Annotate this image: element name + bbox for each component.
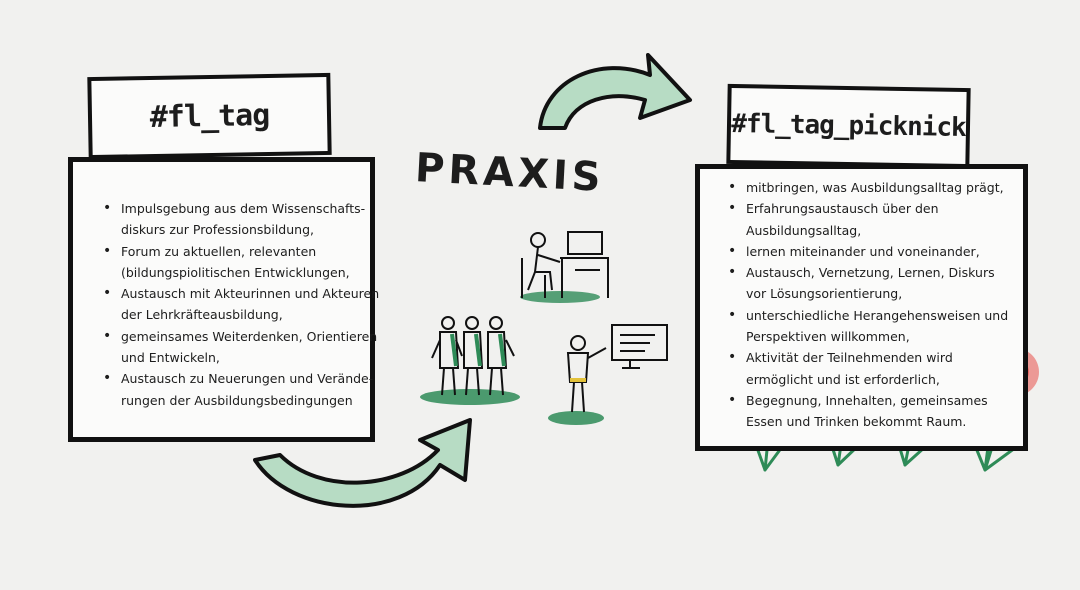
- list-item-line: Ausbildungsalltag,: [746, 222, 862, 238]
- list-item-line: Austausch mit Akteurinnen und Akteuren: [121, 286, 380, 302]
- person-at-laptop-icon: [520, 231, 609, 303]
- list-item-line: Austausch, Vernetzung, Lernen, Diskurs: [746, 265, 995, 281]
- list-item: Austausch mit Akteurinnen und Akteuren de…: [99, 283, 380, 326]
- presenter-icon: [548, 324, 668, 425]
- list-item: Begegnung, Innehalten, gemeinsamesEssen …: [724, 390, 1023, 433]
- left-content-box: Impulsgebung aus dem Wissenschafts-disku…: [68, 157, 380, 442]
- list-item: mitbringen, was Ausbildungsalltag prägt,: [724, 177, 1023, 199]
- list-item-line: mitbringen, was Ausbildungsalltag prägt,: [746, 180, 1004, 195]
- list-item-line: diskurs zur Professionsbildung,: [121, 222, 314, 238]
- list-item-line: der Lehrkräfteausbildung,: [121, 307, 283, 323]
- left-bullet-list: Impulsgebung aus dem Wissenschafts-disku…: [99, 198, 380, 411]
- list-item: Austausch, Vernetzung, Lernen, Diskurs vo…: [724, 262, 1023, 305]
- list-item-line: unterschiedliche Herangehensweisen und: [746, 307, 1009, 323]
- bottom-curved-arrow: [253, 418, 472, 508]
- list-item: Impulsgebung aus dem Wissenschafts-disku…: [99, 198, 370, 241]
- list-item: lernen miteinander und voneinander,: [724, 241, 1023, 263]
- right-title-box: #fl_tag_picknick: [726, 83, 971, 169]
- list-item: Erfahrungsaustausch über denAusbildungsa…: [724, 198, 1023, 241]
- list-item-line: Erfahrungsaustausch über den: [746, 201, 939, 217]
- list-item-line: ermöglicht und ist erforderlich,: [746, 371, 940, 387]
- right-bullet-list: mitbringen, was Ausbildungsalltag prägt,…: [724, 177, 1023, 433]
- list-item: Austausch zu Neuerungen und Verände-rung…: [99, 368, 374, 411]
- list-item-line: und Entwickeln,: [121, 350, 220, 366]
- left-title-box: #fl_tag: [87, 72, 332, 160]
- right-title: #fl_tag_picknick: [731, 108, 966, 144]
- list-item: gemeinsames Weiterdenken, Orientieren und…: [99, 326, 378, 369]
- top-curved-arrow: [538, 53, 692, 130]
- list-item-line: Begegnung, Innehalten, gemeinsames: [746, 392, 988, 408]
- list-item-line: Austausch zu Neuerungen und Verände-: [121, 371, 374, 387]
- praxis-heading: PRAXIS: [413, 145, 606, 201]
- list-item-line: Aktivität der Teilnehmenden wird: [746, 350, 953, 366]
- list-item-line: Essen und Trinken bekommt Raum.: [746, 414, 967, 430]
- list-item: Aktivität der Teilnehmenden wird ermöglic…: [724, 347, 1023, 390]
- list-item-line: Forum zu aktuellen, relevanten: [121, 243, 317, 259]
- left-title: #fl_tag: [149, 97, 270, 135]
- list-item-line: gemeinsames Weiterdenken, Orientieren: [121, 328, 378, 344]
- group-of-people-icon: [420, 316, 520, 405]
- list-item-line: Perspektiven willkommen,: [746, 329, 910, 345]
- list-item: Forum zu aktuellen, relevanten (bildungsp…: [99, 241, 370, 284]
- right-content-box: mitbringen, was Ausbildungsalltag prägt,…: [695, 164, 1028, 451]
- list-item-line: Impulsgebung aus dem Wissenschafts-: [121, 201, 366, 216]
- list-item-line: (bildungspiolitischen Entwicklungen,: [121, 264, 350, 280]
- list-item-line: rungen der Ausbildungsbedingungen: [121, 392, 353, 408]
- list-item-line: lernen miteinander und voneinander,: [746, 243, 980, 259]
- list-item-line: vor Lösungsorientierung,: [746, 286, 903, 302]
- list-item: unterschiedliche Herangehensweisen undPe…: [724, 305, 1023, 348]
